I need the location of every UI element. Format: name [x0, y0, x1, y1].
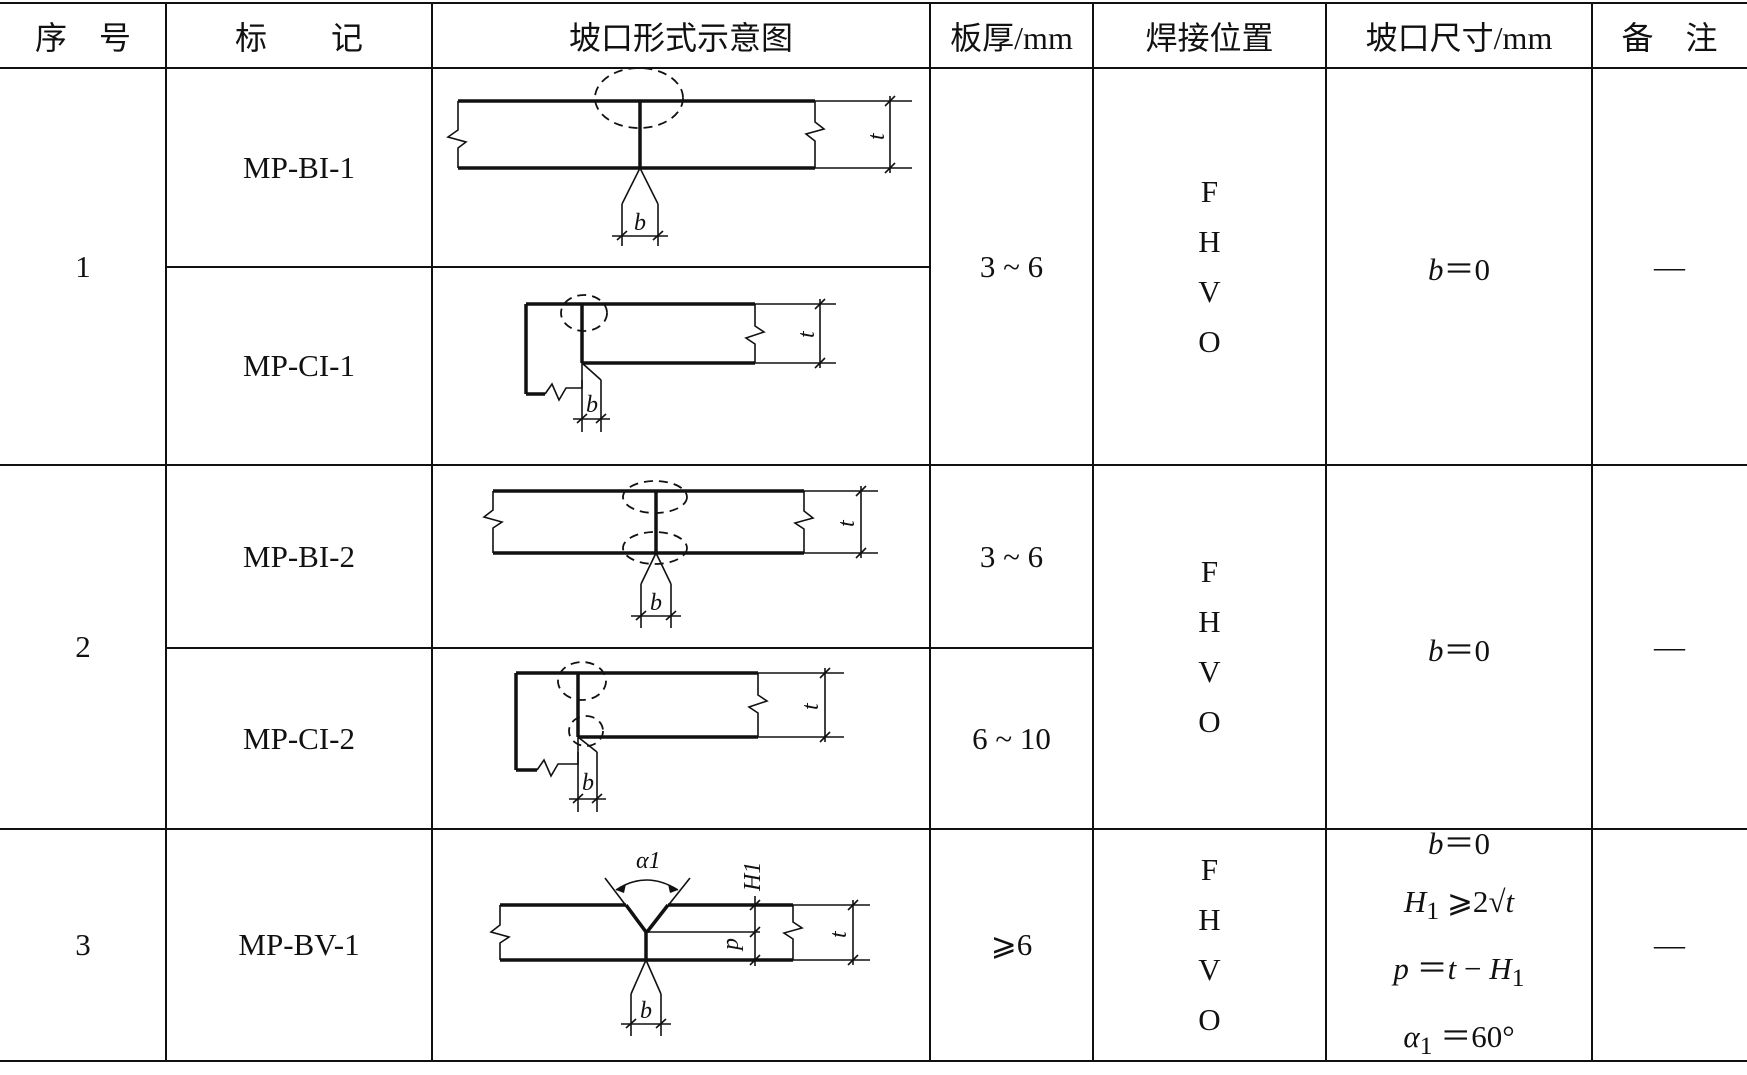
var-h: H [1489, 951, 1512, 987]
row2-seq: 2 [75, 629, 91, 664]
label-t: t [826, 930, 852, 938]
row2-thickness-a: 3 ~ 6 [979, 538, 1044, 574]
diagram-mp-ci-1: b t [524, 294, 836, 432]
row2-thickness-b: 6 ~ 10 [972, 720, 1051, 756]
label-p: p [718, 938, 744, 952]
var-b: b [1427, 826, 1444, 862]
row2-mark-b: MP-CI-2 [243, 720, 355, 756]
position-o: O [1198, 323, 1221, 359]
label-b: b [640, 998, 652, 1024]
label-t: t [834, 519, 860, 527]
diagram-mp-bi-2: b t [482, 480, 878, 628]
var-b: b [1428, 252, 1444, 287]
p-eq: ＝ [1408, 951, 1448, 987]
label-alpha1: α1 [636, 848, 661, 874]
var-t: t [1447, 951, 1457, 987]
header-thickness: 板厚/mm [950, 19, 1073, 56]
b-value: ＝0 [1443, 632, 1491, 668]
position-f: F [1200, 554, 1219, 589]
b-value: ＝0 [1443, 826, 1490, 862]
position-h: H [1198, 604, 1221, 639]
row3-positions: F H V O [1093, 829, 1326, 1061]
row3-groove-size: b＝0 H1 ⩾2√t p ＝t − H1 α1 ＝60° [1326, 826, 1592, 1061]
header-seq: 序 号 [34, 19, 131, 56]
row1-mark-b: MP-CI-1 [243, 348, 355, 383]
var-p: p [1393, 951, 1409, 987]
position-v: V [1198, 273, 1221, 309]
label-b: b [582, 770, 594, 796]
row2-remark: — [1654, 629, 1685, 664]
b-value: ＝0 [1443, 252, 1491, 287]
label-t: t [794, 330, 820, 338]
row1-positions: F H V O [1093, 68, 1326, 465]
position-o: O [1198, 1002, 1221, 1037]
position-f: F [1200, 852, 1219, 887]
label-h1: H1 [740, 862, 766, 892]
row3-remark: — [1654, 927, 1685, 962]
header-position: 焊接位置 [1145, 19, 1274, 56]
row2-positions: F H V O [1093, 465, 1326, 829]
position-f: F [1200, 173, 1219, 209]
position-v: V [1198, 654, 1221, 689]
var-h: H [1403, 884, 1427, 920]
sub-1: 1 [1426, 896, 1440, 926]
label-b: b [650, 590, 662, 616]
position-v: V [1198, 952, 1221, 987]
label-b: b [586, 392, 598, 418]
header-groove-size: 坡口尺寸/mm [1365, 19, 1553, 56]
formula-p: p ＝t − H1 [1393, 940, 1524, 1007]
row1-thickness: 3 ~ 6 [979, 248, 1044, 284]
sub-1: 1 [1511, 963, 1525, 993]
label-b: b [634, 210, 646, 236]
position-h: H [1198, 902, 1221, 937]
row3-mark: MP-BV-1 [238, 927, 360, 962]
var-alpha: α [1403, 1018, 1420, 1054]
header-diagram: 坡口形式示意图 [568, 19, 793, 56]
sqrt-t: √t [1488, 884, 1515, 920]
alpha-value: ＝60° [1432, 1018, 1515, 1054]
row3-thickness: ⩾6 [990, 927, 1033, 962]
row1-seq: 1 [75, 248, 91, 284]
row3-seq: 3 [75, 927, 91, 962]
label-t: t [798, 702, 824, 710]
formula-h1: H1 ⩾2√t [1404, 873, 1514, 940]
header-remark: 备 注 [1621, 19, 1718, 56]
row1-groove-size: b＝0 [1326, 68, 1592, 465]
diagram-mp-ci-2: b t [514, 661, 844, 812]
formula-alpha: α1 ＝60° [1403, 1008, 1514, 1075]
position-o: O [1198, 704, 1221, 739]
row1-mark-a: MP-BI-1 [243, 149, 355, 185]
minus: − [1456, 951, 1490, 987]
h1-relation: ⩾2 [1439, 884, 1489, 920]
diagram-mp-bi-1: b t [446, 67, 912, 246]
position-h: H [1198, 223, 1221, 259]
row2-groove-size: b＝0 [1326, 465, 1592, 829]
var-b: b [1428, 632, 1444, 668]
formula-b: b＝0 [1428, 815, 1490, 873]
header-mark: 标 记 [234, 19, 363, 56]
sub-1: 1 [1419, 1030, 1433, 1060]
row2-mark-a: MP-BI-2 [243, 538, 355, 574]
label-t: t [864, 132, 890, 140]
diagram-mp-bv-1: α1 H1 p t b [489, 848, 870, 1036]
row1-remark: — [1654, 248, 1685, 284]
